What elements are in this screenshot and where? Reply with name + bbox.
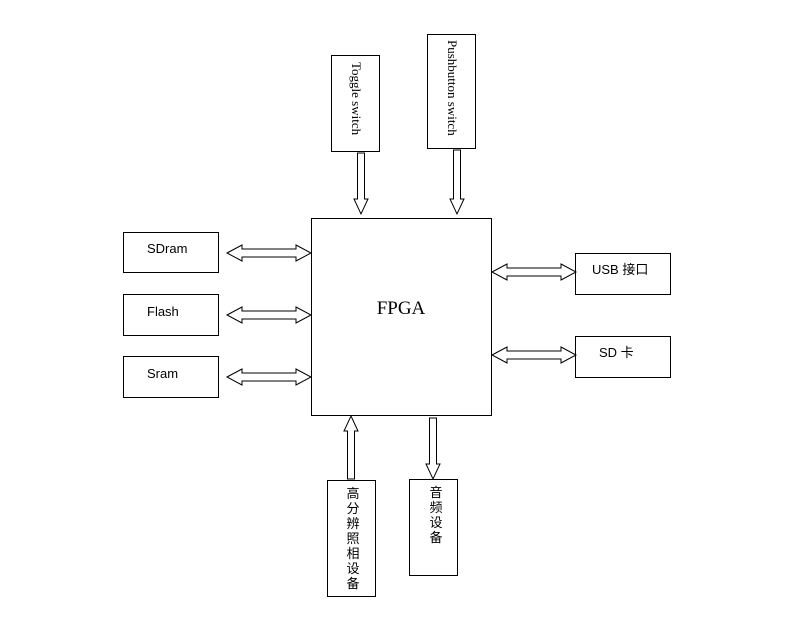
sram-box [123, 356, 219, 398]
camera-to-fpga-arrow [343, 414, 359, 480]
svg-text:高分辨照相设备: 高分辨照相设备 [346, 486, 359, 591]
audio-device-label: 音频设备 [429, 485, 442, 545]
usb-label: USB 接口 [592, 262, 648, 277]
pushbutton-to-fpga-arrow [449, 149, 465, 216]
fpga-block [311, 218, 492, 416]
toggle-to-fpga-arrow [353, 152, 369, 216]
camera-device-label: 高分辨照相设备 [346, 486, 359, 591]
sd-fpga-arrow [490, 346, 578, 364]
svg-text:音频设备: 音频设备 [429, 485, 442, 545]
usb-fpga-arrow [490, 263, 578, 281]
camera-device-box [327, 480, 376, 597]
sdram-fpga-arrow [225, 244, 313, 262]
toggle-switch-label: Toggle switch [349, 62, 364, 136]
fpga-label: FPGA [377, 298, 426, 319]
sram-fpga-arrow [225, 368, 313, 386]
flash-box [123, 294, 219, 336]
pushbutton-switch-box [427, 34, 476, 149]
pushbutton-switch-label: Pushbutton switch [445, 40, 460, 136]
fpga-to-audio-arrow [425, 417, 441, 481]
sd-card-box [575, 336, 671, 378]
sram-label: Sram [147, 366, 178, 381]
sd-card-label: SD 卡 [599, 345, 634, 360]
flash-label: Flash [147, 304, 179, 319]
audio-device-box [409, 479, 458, 576]
sdram-label: SDram [147, 241, 187, 256]
toggle-switch-box [331, 55, 380, 152]
sdram-box [123, 232, 219, 273]
usb-box [575, 253, 671, 295]
flash-fpga-arrow [225, 306, 313, 324]
